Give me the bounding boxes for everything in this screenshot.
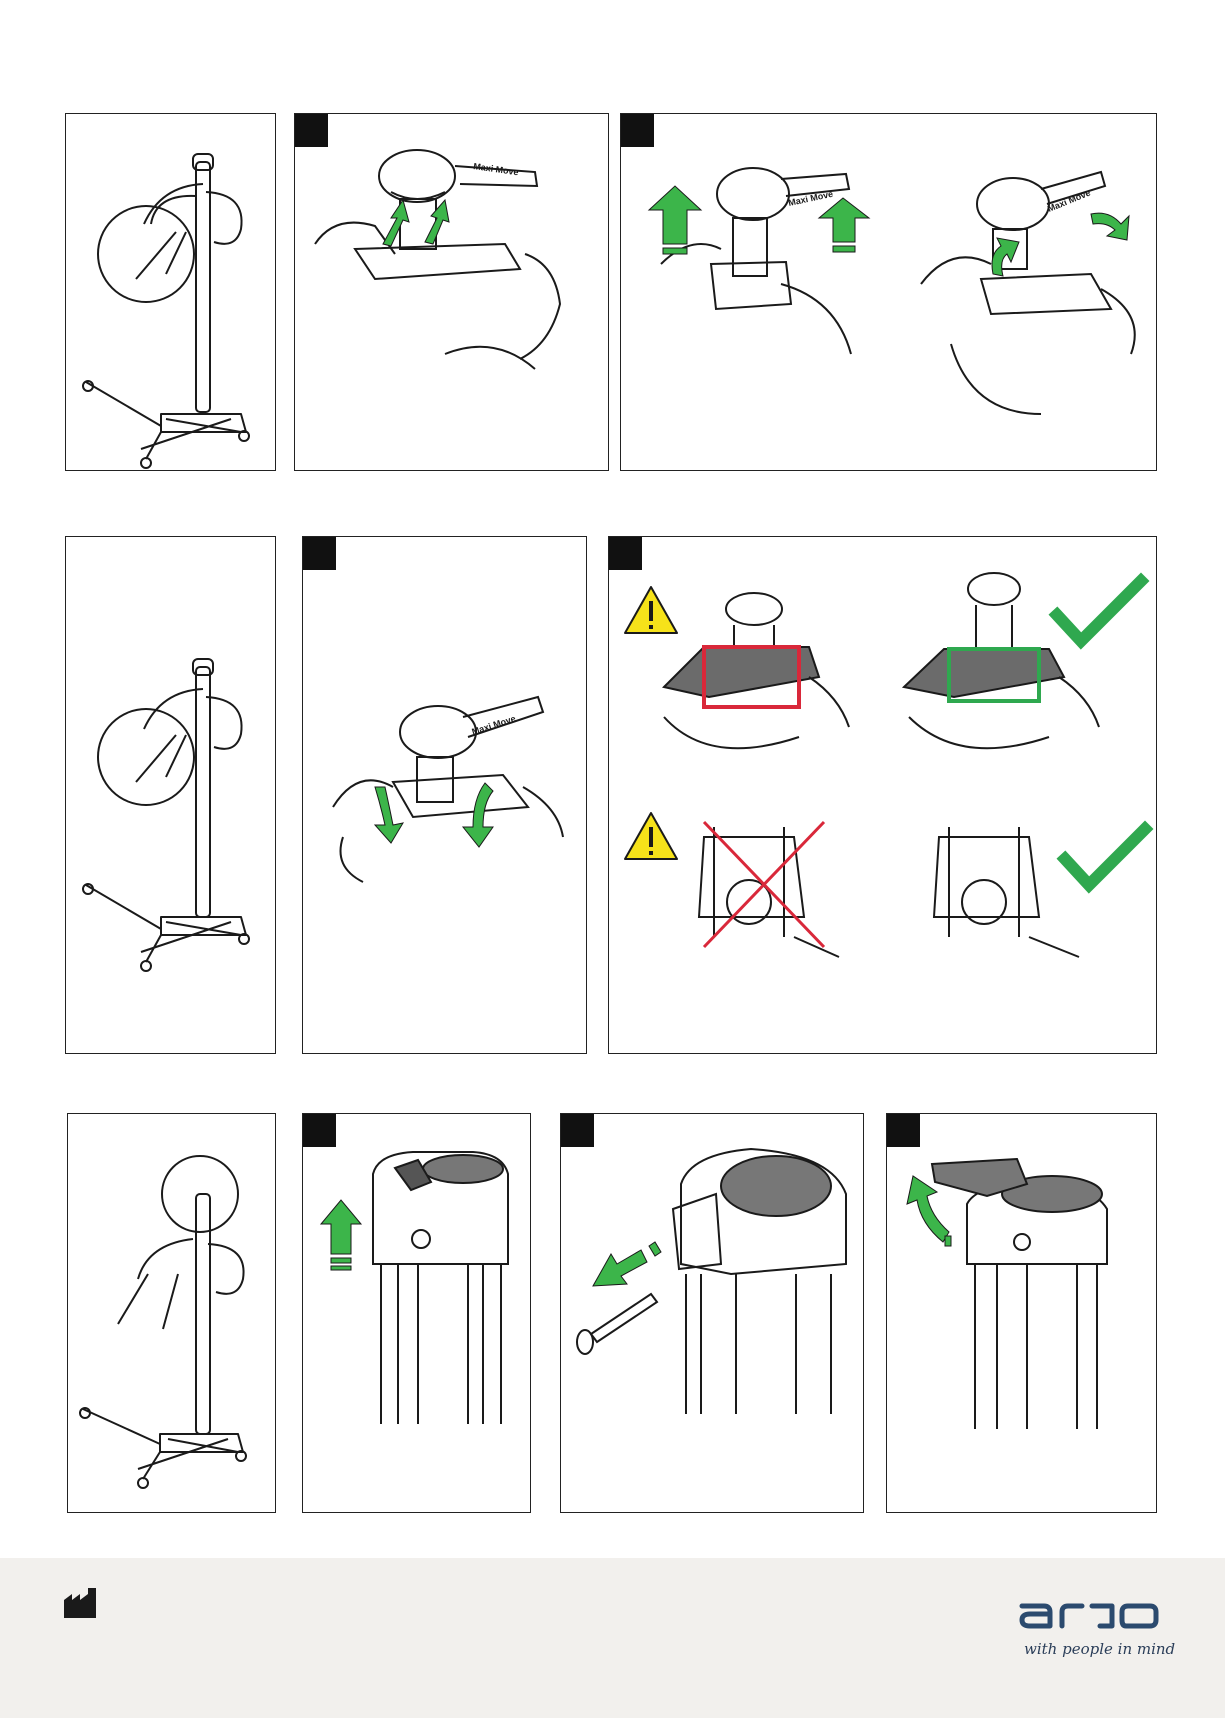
overview-panel-row2	[65, 536, 276, 1054]
product-label: Maxi Move	[1046, 188, 1092, 214]
step-panel-row1-a: Maxi Move	[294, 113, 609, 471]
remove-bracket-illustration	[887, 1114, 1157, 1513]
checkmark-icon	[1065, 829, 1145, 885]
product-label: Maxi Move	[787, 189, 834, 208]
arrow-up-icon	[321, 1200, 361, 1270]
remove-cap-illustration	[303, 1114, 531, 1513]
arrow-down-icon	[593, 1242, 661, 1286]
cross-icon	[704, 822, 824, 947]
factory-icon	[64, 1588, 98, 1618]
remove-pin-illustration	[561, 1114, 864, 1513]
arjo-logo	[1018, 1592, 1163, 1634]
warning-icon	[625, 587, 677, 633]
detach-spreader-illustration: Maxi Move	[303, 537, 587, 1054]
lift-overview-illustration	[66, 114, 276, 471]
step-panel-row3-c	[886, 1113, 1157, 1513]
step-panel-row3-a	[302, 1113, 531, 1513]
step-panel-row3-b	[560, 1113, 864, 1513]
step-panel-row2-a: Maxi Move	[302, 536, 587, 1054]
step-panel-row2-b	[608, 536, 1157, 1054]
lift-overview-illustration	[68, 1114, 276, 1513]
step-panel-row1-b: Maxi Move Maxi Move	[620, 113, 1157, 471]
footer	[0, 1558, 1225, 1718]
lock-spreader-illustration: Maxi Move Maxi Move	[621, 114, 1157, 471]
attach-spreader-illustration: Maxi Move	[295, 114, 609, 471]
warning-icon	[625, 813, 677, 859]
lift-overview-illustration	[66, 537, 276, 1054]
brand-tagline: with people in mind	[1024, 1640, 1175, 1658]
arrow-up-icon	[907, 1176, 951, 1246]
overview-panel-row3	[67, 1113, 276, 1513]
product-label: Maxi Move	[471, 713, 517, 737]
correct-incorrect-position-illustration	[609, 537, 1157, 1054]
overview-panel-row1	[65, 113, 276, 471]
product-label: Maxi Move	[473, 161, 519, 177]
checkmark-icon	[1057, 581, 1141, 641]
